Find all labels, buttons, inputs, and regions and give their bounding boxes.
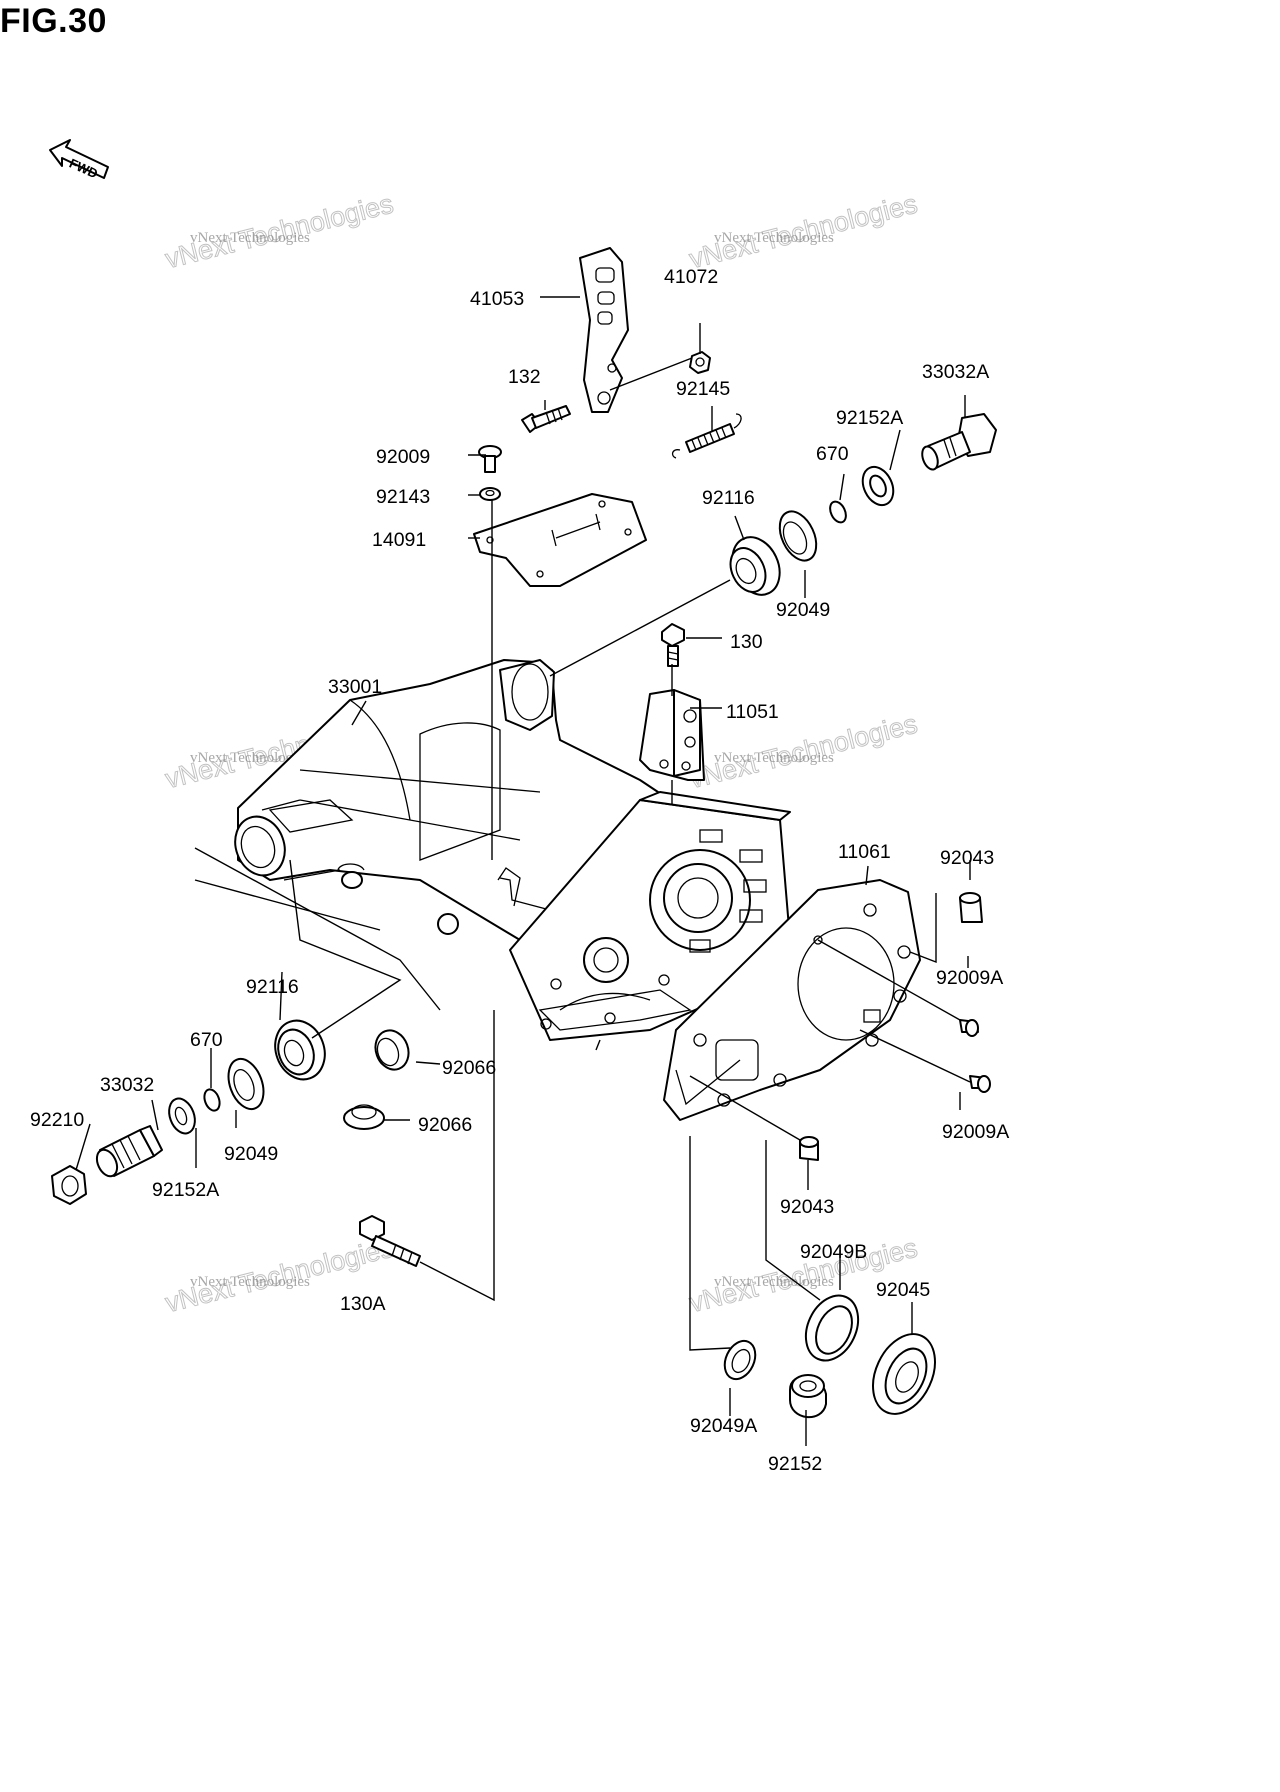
spring-92145 [671, 413, 742, 459]
screw-92009 [478, 445, 502, 473]
part-label: 92143 [376, 486, 430, 508]
oring-670-bottom [203, 1088, 221, 1112]
part-label: 670 [816, 443, 849, 465]
part-label: 92043 [780, 1196, 834, 1218]
seal-92049-top [778, 510, 818, 562]
part-label: 670 [190, 1029, 223, 1051]
part-label: 41072 [664, 266, 718, 288]
cap-92066-1 [374, 1029, 410, 1071]
part-label: 92045 [876, 1279, 930, 1301]
part-label: 92049 [224, 1143, 278, 1165]
seal-92049B [804, 1294, 860, 1362]
part-label: 11051 [726, 701, 779, 723]
screw-92009A-2 [969, 1075, 991, 1093]
part-label: 92066 [418, 1114, 472, 1136]
part-label: 92116 [246, 976, 299, 998]
part-label: 33001 [328, 676, 382, 698]
part-label: 92049 [776, 599, 830, 621]
cap-92066-2 [343, 1104, 385, 1130]
dowel-92043-bottom [799, 1136, 819, 1161]
screw-92009A-1 [959, 1019, 979, 1037]
part-label: 92049B [800, 1241, 867, 1263]
bolt-130A [359, 1215, 421, 1267]
nut-41072 [689, 351, 711, 374]
bearing-92116-top [729, 536, 781, 596]
part-label: 33032A [922, 361, 989, 383]
seal-92049-bottom [227, 1057, 265, 1111]
bolt-132 [521, 405, 571, 433]
part-labels: 41053 41072 132 92145 33032A 92152A 9200… [30, 266, 1009, 1475]
dowel-92043-top [959, 892, 983, 923]
bracket-11051 [639, 689, 705, 781]
swingarm-housing-33001 [234, 659, 791, 1041]
part-label: 92152 [768, 1453, 822, 1475]
part-label: 92049A [690, 1415, 757, 1437]
bearing-92045 [872, 1333, 936, 1415]
part-label: 92152A [836, 407, 903, 429]
part-label: 92009 [376, 446, 430, 468]
gasket-11061 [663, 879, 921, 1121]
bolt-130 [661, 623, 685, 667]
part-label: 92116 [702, 487, 755, 509]
part-label: 92210 [30, 1109, 84, 1131]
part-label: 41053 [470, 288, 524, 310]
seal-92049A [723, 1339, 757, 1381]
watermark-small: vNext Technologies [714, 230, 834, 246]
part-label: 130A [340, 1293, 386, 1315]
collar-92152 [789, 1374, 827, 1419]
part-label: 92009A [936, 967, 1003, 989]
drain-plug-33032A [921, 413, 997, 471]
washer-92143 [479, 487, 501, 501]
watermark-small: vNext Technologies [714, 750, 834, 766]
part-label: 92043 [940, 847, 994, 869]
part-label: 33032 [100, 1074, 154, 1096]
leader-lines [75, 296, 971, 1446]
bearing-92116-bottom [274, 1019, 326, 1081]
forward-arrow-icon: FWD [49, 139, 109, 182]
watermark-small: vNext Technologies [190, 230, 310, 246]
watermark-small: vNext Technologies [714, 1274, 834, 1290]
washer-92152A-bottom [168, 1097, 196, 1135]
cover-14091 [473, 493, 647, 587]
part-label: 11061 [838, 841, 891, 863]
fwd-label: FWD [67, 156, 100, 182]
part-label: 92152A [152, 1179, 219, 1201]
nut-92210 [51, 1165, 87, 1205]
part-label: 130 [730, 631, 763, 653]
adjuster-33032 [95, 1125, 163, 1178]
lever-plate-41053 [579, 247, 629, 413]
part-label: 14091 [372, 529, 426, 551]
part-label: 92145 [676, 378, 730, 400]
washer-92152A-top [861, 465, 895, 507]
part-label: 92009A [942, 1121, 1009, 1143]
watermark-small: vNext Technologies [190, 750, 310, 766]
part-label: 92066 [442, 1057, 496, 1079]
figure-title: FIG.30 [0, 2, 107, 40]
watermark-small: vNext Technologies [190, 1274, 310, 1290]
oring-670-top [829, 500, 847, 524]
part-label: 132 [508, 366, 541, 388]
